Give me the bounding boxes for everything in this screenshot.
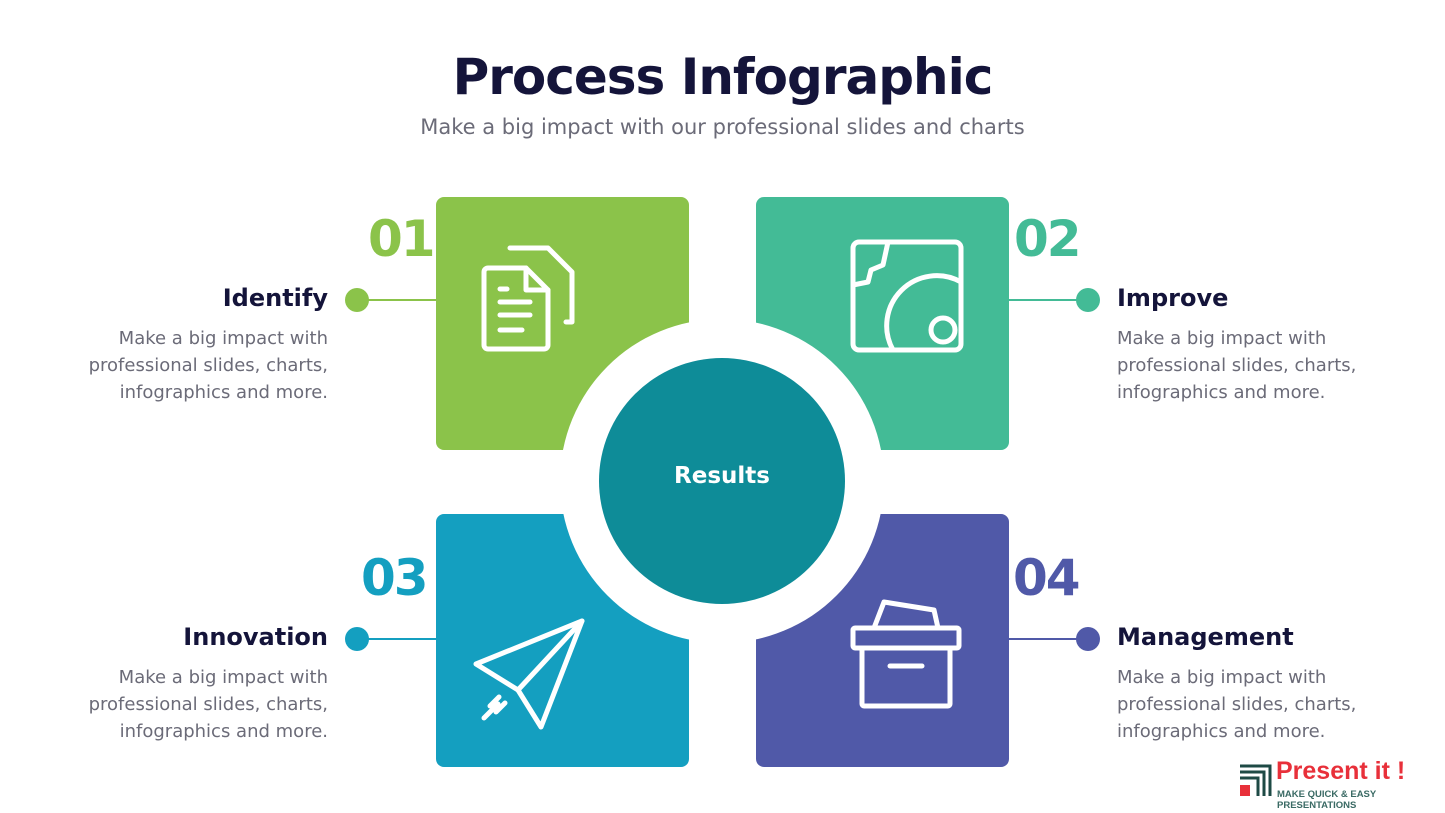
step-4-number: 04: [1013, 549, 1081, 607]
connector-4: [1009, 627, 1100, 651]
results-label: Results: [674, 463, 770, 489]
page-title: Process Infographic: [452, 48, 994, 106]
step-2-heading: Improve: [1117, 284, 1229, 312]
results-circle: [599, 358, 845, 604]
step-4-description: Make a big impact with professional slid…: [1117, 667, 1357, 742]
paper-plane-icon: [473, 618, 585, 730]
step-3-number: 03: [361, 549, 429, 607]
step-3-description: Make a big impact with professional slid…: [88, 667, 328, 742]
archive-box-icon: [850, 599, 962, 709]
connector-1: [345, 288, 436, 312]
logo-tagline: MAKE QUICK & EASY PRESENTATIONS: [1277, 789, 1377, 811]
step-4-heading: Management: [1117, 623, 1294, 651]
documents-icon: [481, 245, 575, 352]
logo-name: Present it !: [1276, 757, 1406, 785]
step-2-number: 02: [1014, 210, 1082, 268]
connector-2: [1009, 288, 1100, 312]
gears-icon: [850, 239, 964, 353]
logo-mark: [1240, 764, 1272, 796]
step-1-description: Make a big impact with professional slid…: [88, 328, 328, 403]
step-1-heading: Identify: [222, 284, 328, 312]
step-3-heading: Innovation: [183, 623, 328, 651]
step-2-description: Make a big impact with professional slid…: [1117, 328, 1357, 403]
page-subtitle: Make a big impact with our professional …: [420, 115, 1025, 139]
connector-3: [345, 627, 436, 651]
step-1-number: 01: [368, 210, 436, 268]
